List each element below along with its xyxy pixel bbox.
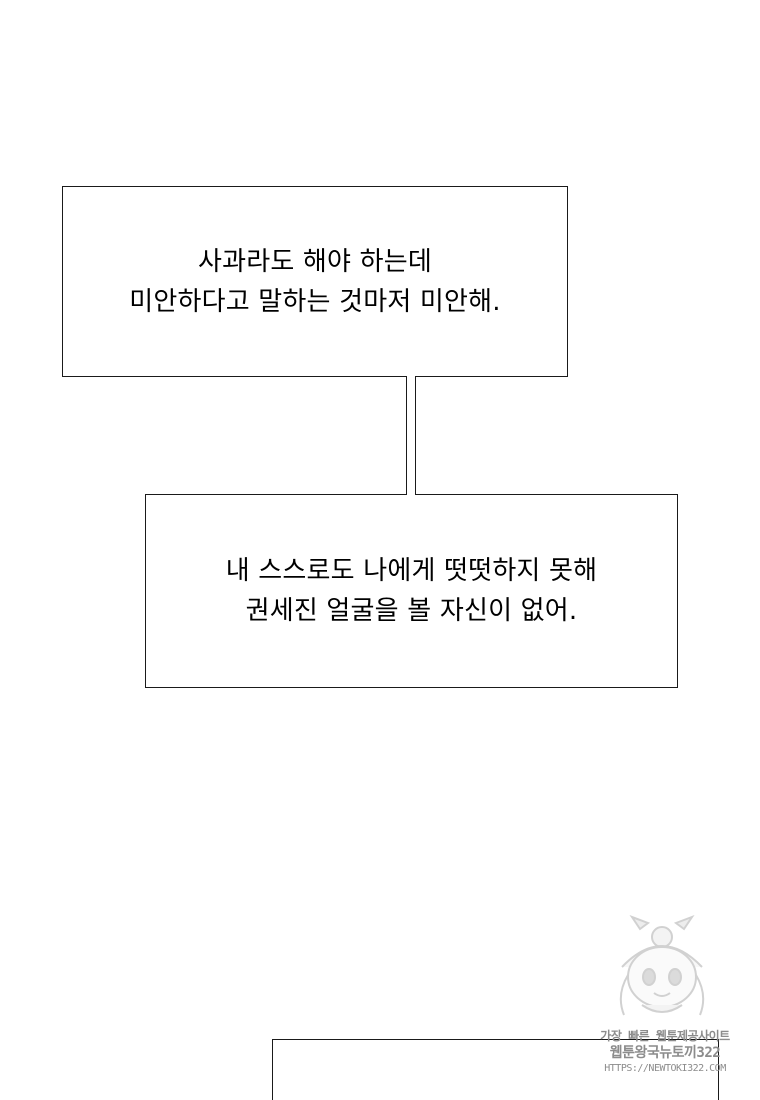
narration-box-top: 사과라도 해야 하는데 미안하다고 말하는 것마저 미안해.	[62, 186, 568, 377]
narration-line: 권세진 얼굴을 볼 자신이 없어.	[245, 596, 578, 626]
watermark-url: HTTPS://NEWTOKI322.COM	[604, 1063, 726, 1074]
watermark-tagline: 가장 빠른 웹툰제공사이트	[600, 1029, 730, 1043]
narration-line: 사과라도 해야 하는데	[197, 246, 432, 277]
watermark-site-name: 웹툰왕국뉴토끼322	[609, 1045, 721, 1061]
box-connector	[406, 376, 416, 495]
narration-box-middle: 내 스스로도 나에게 떳떳하지 못해 권세진 얼굴을 볼 자신이 없어.	[145, 494, 678, 688]
narration-box-bottom	[272, 1039, 719, 1100]
site-watermark: 가장 빠른 웹툰제공사이트 웹툰왕국뉴토끼322 HTTPS://NEWTOKI…	[590, 915, 740, 1085]
narration-line: 내 스스로도 나에게 떳떳하지 못해	[225, 556, 598, 586]
mascot-logo-icon	[619, 915, 705, 1016]
narration-line: 미안하다고 말하는 것마저 미안해.	[129, 286, 501, 317]
